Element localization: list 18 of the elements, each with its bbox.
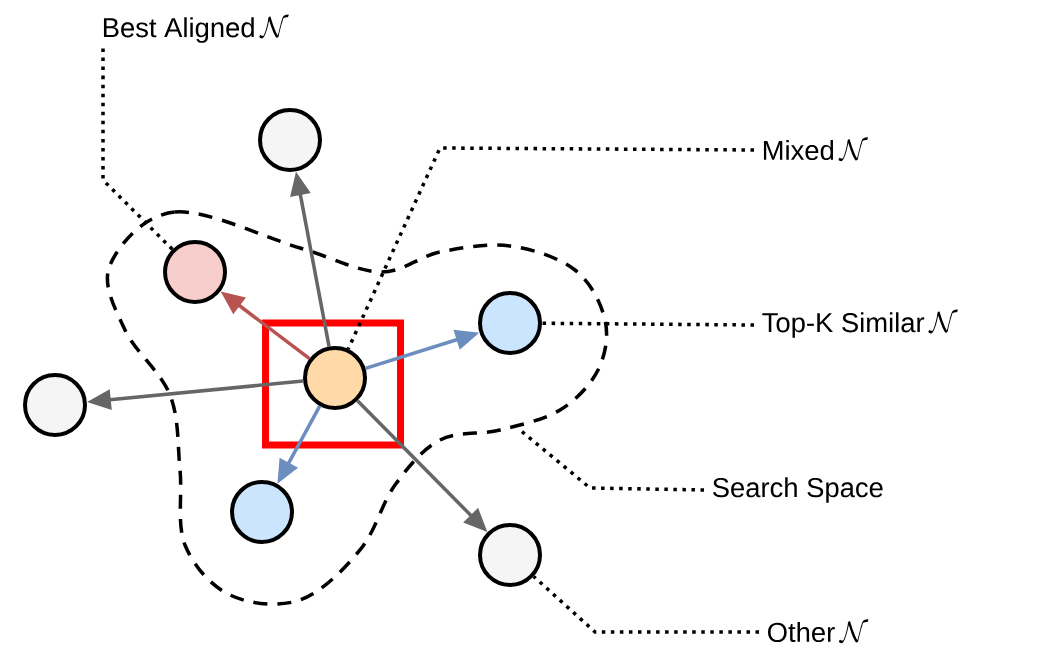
circle-node (230, 480, 294, 544)
leader-line (542, 321, 755, 327)
circle-node (303, 346, 367, 410)
leader-line (346, 146, 754, 350)
circle-node (478, 291, 542, 355)
leader-line (101, 48, 174, 251)
circle-node (163, 240, 227, 304)
label: Best Aligned $\mathcal{N}$ (103, 14, 289, 43)
circle-node (478, 523, 542, 587)
label: Search Space (712, 477, 883, 503)
label: Mixed $\mathcal{N}$ (763, 137, 868, 162)
leader-line (532, 575, 759, 634)
circle-node (23, 373, 87, 437)
circle-node (258, 108, 322, 172)
label: Top-K Similar$\mathcal{N}$ (762, 309, 958, 338)
label: Other$\mathcal{N}$ (768, 619, 869, 644)
highlight-box (262, 319, 404, 449)
leader-line (518, 428, 705, 492)
